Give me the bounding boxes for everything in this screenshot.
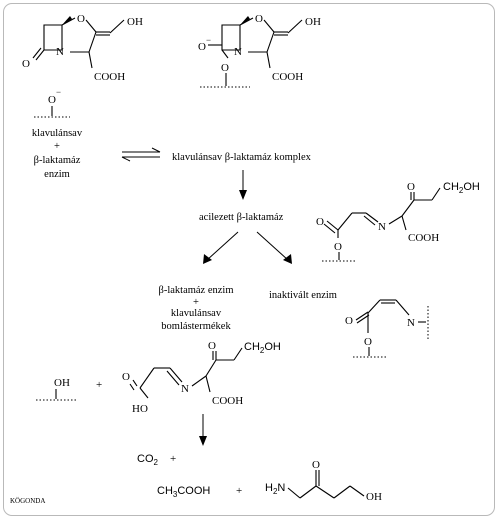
label-plus: + <box>54 141 60 152</box>
atom-o-acid-carbonyl: O <box>122 371 130 383</box>
atom-ch2oh-frag: CH2OH <box>244 341 281 355</box>
acetic-acid-formula: CH3COOH <box>157 485 210 499</box>
label-clavulanic-acid: klavulánsav <box>32 128 83 139</box>
atom-o-ester: O <box>334 241 342 253</box>
arrow-to-inactivated <box>256 231 292 264</box>
label-clavulanic-acid-2: klavulánsav <box>171 308 222 319</box>
arrow-to-acylated <box>239 170 247 200</box>
label-beta-lactamase: β-laktamáz <box>34 155 81 166</box>
tetrahedral-intermediate-structure: O − O O N OH COOH <box>198 13 321 88</box>
products-label: β-laktamáz enzim + klavulánsav bomláster… <box>158 285 233 332</box>
plus-sign-co2: + <box>170 453 176 465</box>
inactivated-enzyme-structure: O N O <box>345 299 429 358</box>
rounded-border-frame <box>3 3 495 516</box>
atom-n-frag: N <box>181 383 189 395</box>
acyl-enzyme-structure: O N O CH2OH COOH O <box>316 181 480 262</box>
reactants-label: klavulánsav + β-laktamáz enzim <box>32 128 83 180</box>
atom-n-ring-2: N <box>234 46 242 58</box>
label-beta-lactamase-enzyme: β-laktamáz enzim <box>158 285 233 296</box>
label-plus-products: + <box>193 297 199 308</box>
watermark: KÖGONDA <box>10 497 45 505</box>
atom-cooh-acyl: COOH <box>408 232 439 244</box>
atom-ch2oh: CH2OH <box>443 181 480 195</box>
atom-o-ketone: O <box>407 181 415 193</box>
atom-oh: OH <box>127 16 143 28</box>
atom-oh-enzyme: OH <box>54 377 70 389</box>
atom-o-carbonyl: O <box>22 58 30 70</box>
label-enzyme: enzim <box>44 169 70 180</box>
plus-sign-1: + <box>96 379 102 391</box>
atom-o-enzyme: O <box>48 94 56 106</box>
free-enzyme-structure: OH <box>36 377 76 401</box>
equilibrium-arrow <box>121 147 161 162</box>
atom-oh-aminoketone: OH <box>366 491 382 503</box>
atom-n-inact: N <box>407 317 415 329</box>
co2-formula: CO2 <box>137 453 159 467</box>
clavulanic-acid-structure: O O N OH COOH <box>22 13 143 83</box>
charge-minus-enzyme: − <box>56 87 61 97</box>
atom-n-imine: N <box>378 221 386 233</box>
atom-o-inact-carbonyl: O <box>345 315 353 327</box>
atom-o-aminoketone: O <box>312 459 320 471</box>
atom-cooh-frag: COOH <box>212 395 243 407</box>
amine-formula: H2N <box>265 482 285 496</box>
final-products: CO2 + CH3COOH + H2N O OH <box>137 453 382 503</box>
label-degradation-products: bomlástermékek <box>161 321 231 332</box>
atom-o-inact-ester: O <box>364 336 372 348</box>
label-inactivated-enzyme: inaktivált enzim <box>269 290 337 301</box>
enzyme-serine-alkoxide: O − <box>34 87 70 118</box>
atom-n-ring: N <box>56 46 64 58</box>
arrow-to-final-products <box>199 414 207 446</box>
hydrolysed-fragment-structure: O HO N O CH2OH COOH <box>122 340 281 415</box>
atom-cooh-2: COOH <box>272 71 303 83</box>
label-acylated: acilezett β-laktamáz <box>199 212 284 223</box>
arrow-to-products <box>203 231 239 264</box>
label-complex: klavulánsav β-laktamáz komplex <box>172 152 312 163</box>
atom-o-minus-left: O <box>198 41 206 53</box>
atom-o-frag-ketone: O <box>208 340 216 352</box>
atom-ho-acid: HO <box>132 403 148 415</box>
atom-oh-2: OH <box>305 16 321 28</box>
plus-sign-2: + <box>236 485 242 497</box>
atom-cooh: COOH <box>94 71 125 83</box>
charge-minus-left: − <box>206 35 211 45</box>
atom-o-ring-2: O <box>255 13 263 25</box>
atom-o-acyl-carbonyl: O <box>316 216 324 228</box>
atom-o-ring: O <box>77 13 85 25</box>
atom-o-serine: O <box>221 62 229 74</box>
